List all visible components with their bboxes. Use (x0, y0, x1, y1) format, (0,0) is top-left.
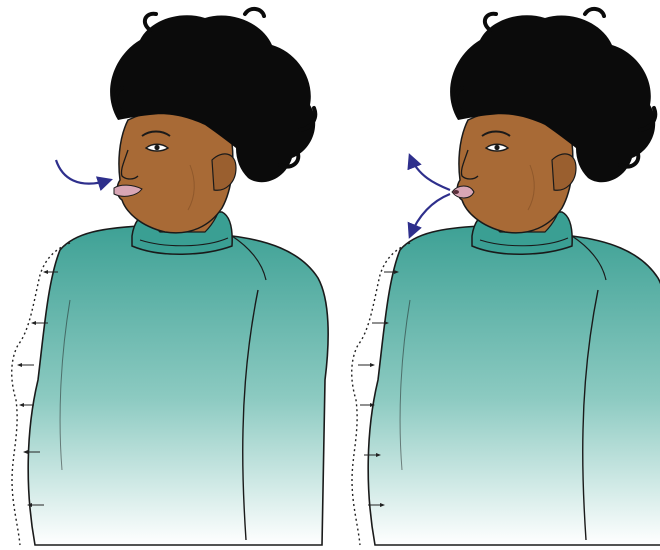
woman-figure (368, 9, 660, 545)
panel-exhale (352, 9, 660, 545)
panel-inhale (12, 9, 328, 545)
airflow-in-arrow-icon (56, 160, 110, 184)
airflow-out-up-arrow-icon (410, 156, 450, 190)
woman-figure (28, 9, 328, 545)
